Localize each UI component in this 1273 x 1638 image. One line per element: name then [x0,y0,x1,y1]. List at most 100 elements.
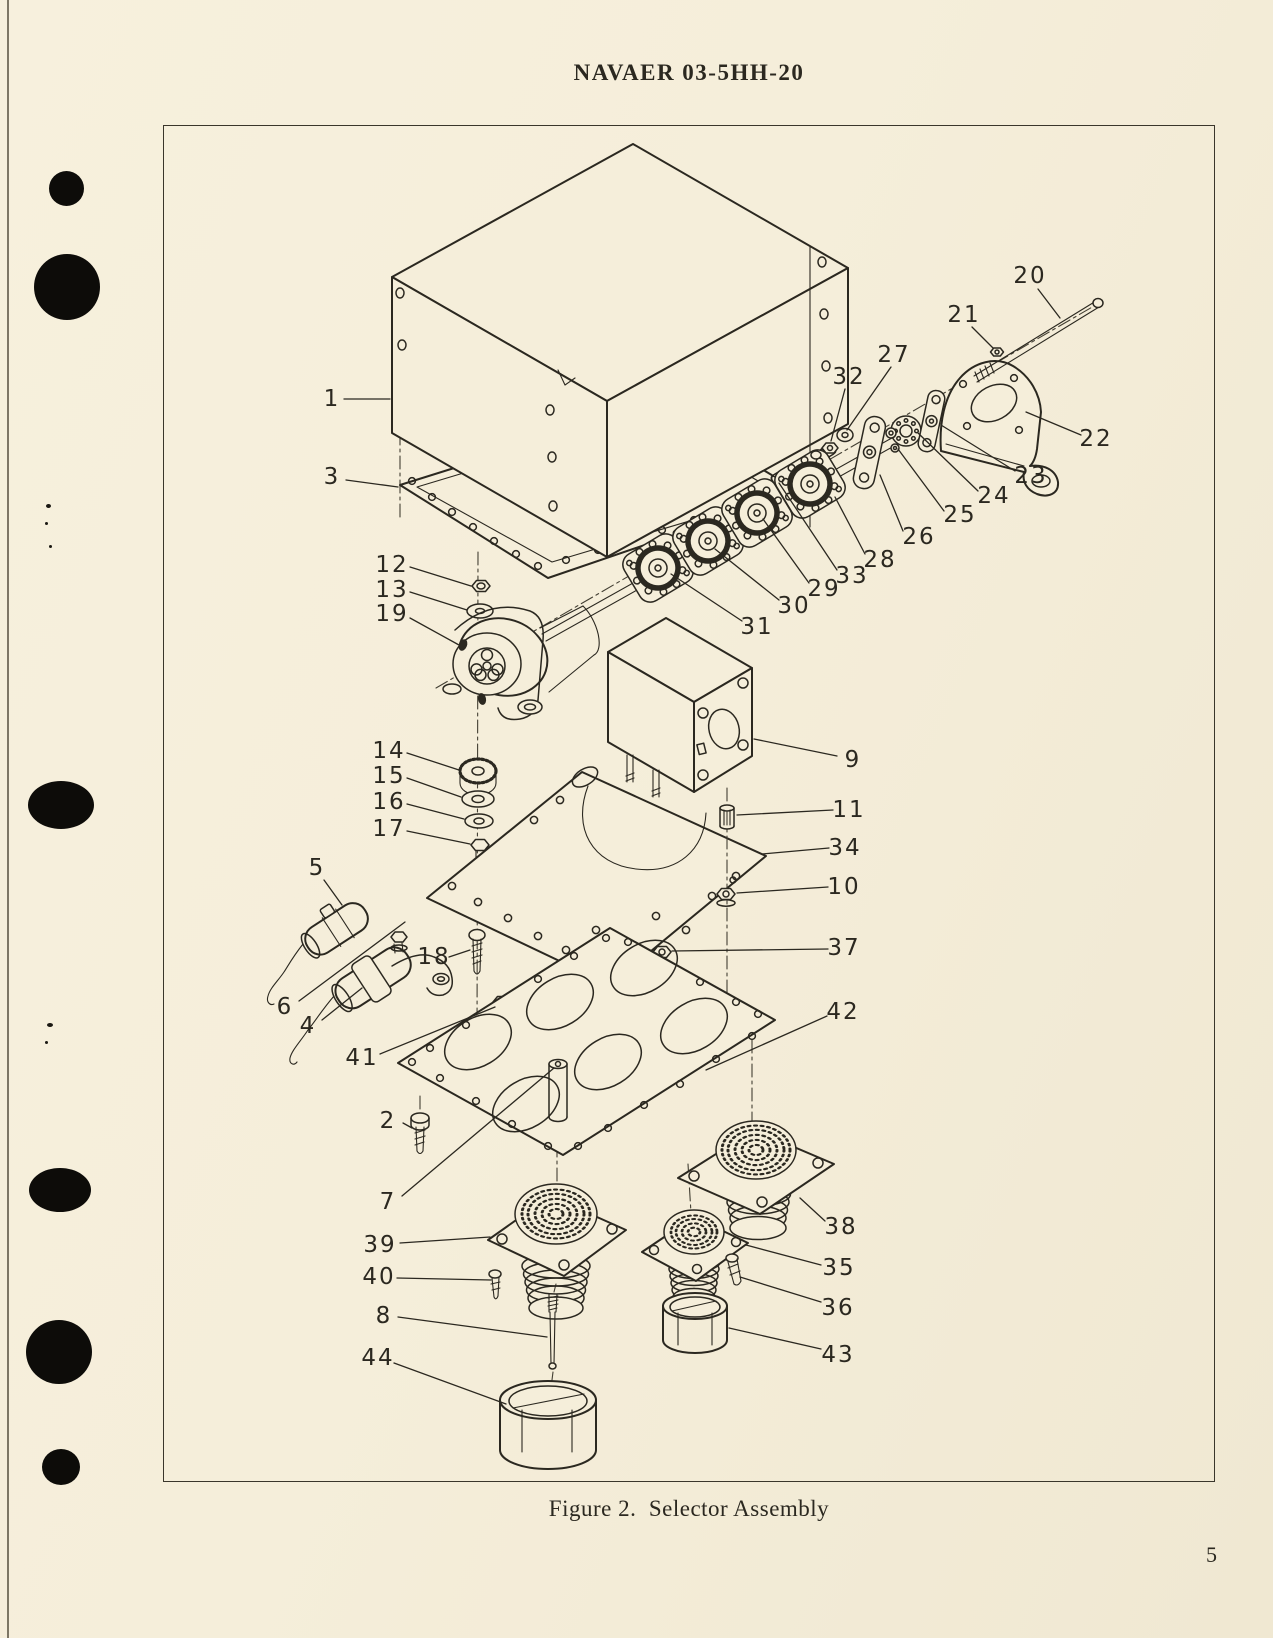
leader-line-33 [778,482,838,571]
callout-label-43: 43 [821,1342,855,1368]
callout-label-15: 15 [372,763,406,789]
callout-label-9: 9 [844,747,862,773]
binding-dot [28,781,94,829]
callout-label-35: 35 [822,1255,856,1281]
relay-module-9 [607,617,753,798]
leader-line-18 [448,949,471,958]
leader-line-5 [323,879,343,906]
leader-line-19 [409,617,460,646]
callout-label-4: 4 [299,1013,317,1039]
leader-line-34 [761,847,830,855]
callout-label-16: 16 [372,789,406,815]
standoff-post-7 [548,1058,568,1123]
spacer-11 [719,804,735,830]
mounting-bracket-22 [939,360,1060,497]
callout-label-2: 2 [379,1108,397,1134]
binding-dot [42,1449,80,1485]
leader-line-42 [705,1015,828,1071]
leader-line-14 [406,752,460,771]
callout-label-3: 3 [323,464,341,490]
callout-label-26: 26 [902,524,936,550]
screw-36 [725,1253,742,1286]
binding-dot [34,254,100,320]
callout-label-36: 36 [821,1295,855,1321]
leader-line-44 [393,1362,507,1405]
screw-40 [488,1269,502,1300]
motor-assembly [442,579,600,721]
figure-caption: Figure 2. Selector Assembly [548,1496,830,1521]
leader-line-35 [745,1244,822,1266]
callout-label-28: 28 [863,547,897,573]
ink-speck [45,1041,48,1044]
leader-line-28 [834,496,866,555]
callout-label-21: 21 [947,302,981,328]
callout-label-25: 25 [943,502,977,528]
leader-line-25 [897,448,945,512]
leader-line-32 [830,388,846,442]
leader-line-16 [406,803,465,820]
callout-label-8: 8 [375,1303,393,1329]
capacitor-5 [266,902,369,1006]
leader-line-21 [971,326,994,349]
callout-label-33: 33 [835,563,869,589]
capacitor-4-with-clamp [289,931,454,1065]
callout-label-42: 42 [826,999,860,1025]
binding-dot [49,171,84,206]
callout-label-22: 22 [1079,426,1113,452]
leader-line-2 [402,1122,413,1129]
ink-speck [46,504,51,508]
callout-label-17: 17 [372,816,406,842]
leader-line-29 [762,518,810,584]
callout-label-10: 10 [827,874,861,900]
cover-box [391,143,849,558]
callout-label-19: 19 [375,601,409,627]
callout-label-37: 37 [827,935,861,961]
mounting-plate-34 [426,766,767,986]
leader-line-31 [670,573,743,622]
leader-line-20 [1037,288,1061,319]
callout-label-44: 44 [361,1345,395,1371]
callout-label-41: 41 [345,1045,379,1071]
leader-line-43 [728,1327,822,1350]
shaft-rod-20 [973,297,1104,383]
callout-label-11: 11 [832,797,866,823]
callout-label-30: 30 [777,593,811,619]
callout-label-14: 14 [372,738,406,764]
leader-line-24 [917,432,979,492]
screw-18 [468,928,486,975]
doc-number-header: NAVAER 03-5HH-20 [573,60,805,85]
callout-label-31: 31 [740,614,774,640]
leader-line-27 [846,366,892,431]
connector-38 [677,1120,835,1241]
figure-frame [163,125,1215,1482]
callout-label-7: 7 [379,1189,397,1215]
page-number: 5 [1206,1542,1217,1567]
callout-label-13: 13 [375,577,409,603]
retaining-ring-44 [499,1380,597,1470]
leader-line-38 [799,1197,826,1222]
leader-line-41 [379,1006,496,1055]
nut-21 [989,347,1005,357]
leader-line-10 [736,886,829,894]
scan-edge-line [7,0,9,1638]
callout-label-6: 6 [276,994,294,1020]
callout-label-23: 23 [1014,463,1048,489]
callout-label-40: 40 [362,1264,396,1290]
callout-label-39: 39 [363,1232,397,1258]
washer-and-nut [810,427,854,460]
leader-line-7 [401,1067,555,1197]
leader-line-37 [671,948,829,952]
leader-line-26 [879,474,904,532]
leader-line-22 [1025,411,1082,436]
callout-label-24: 24 [977,483,1011,509]
callout-label-29: 29 [807,576,841,602]
callout-label-12: 12 [375,552,409,578]
ink-speck [49,545,52,548]
leader-line-8 [397,1316,548,1338]
nut-10 [716,887,736,907]
link-plate-23 [917,389,946,453]
leader-line-6 [298,921,406,1002]
leader-line-12 [409,566,472,587]
callout-label-34: 34 [828,835,862,861]
leader-line-40 [396,1277,492,1281]
